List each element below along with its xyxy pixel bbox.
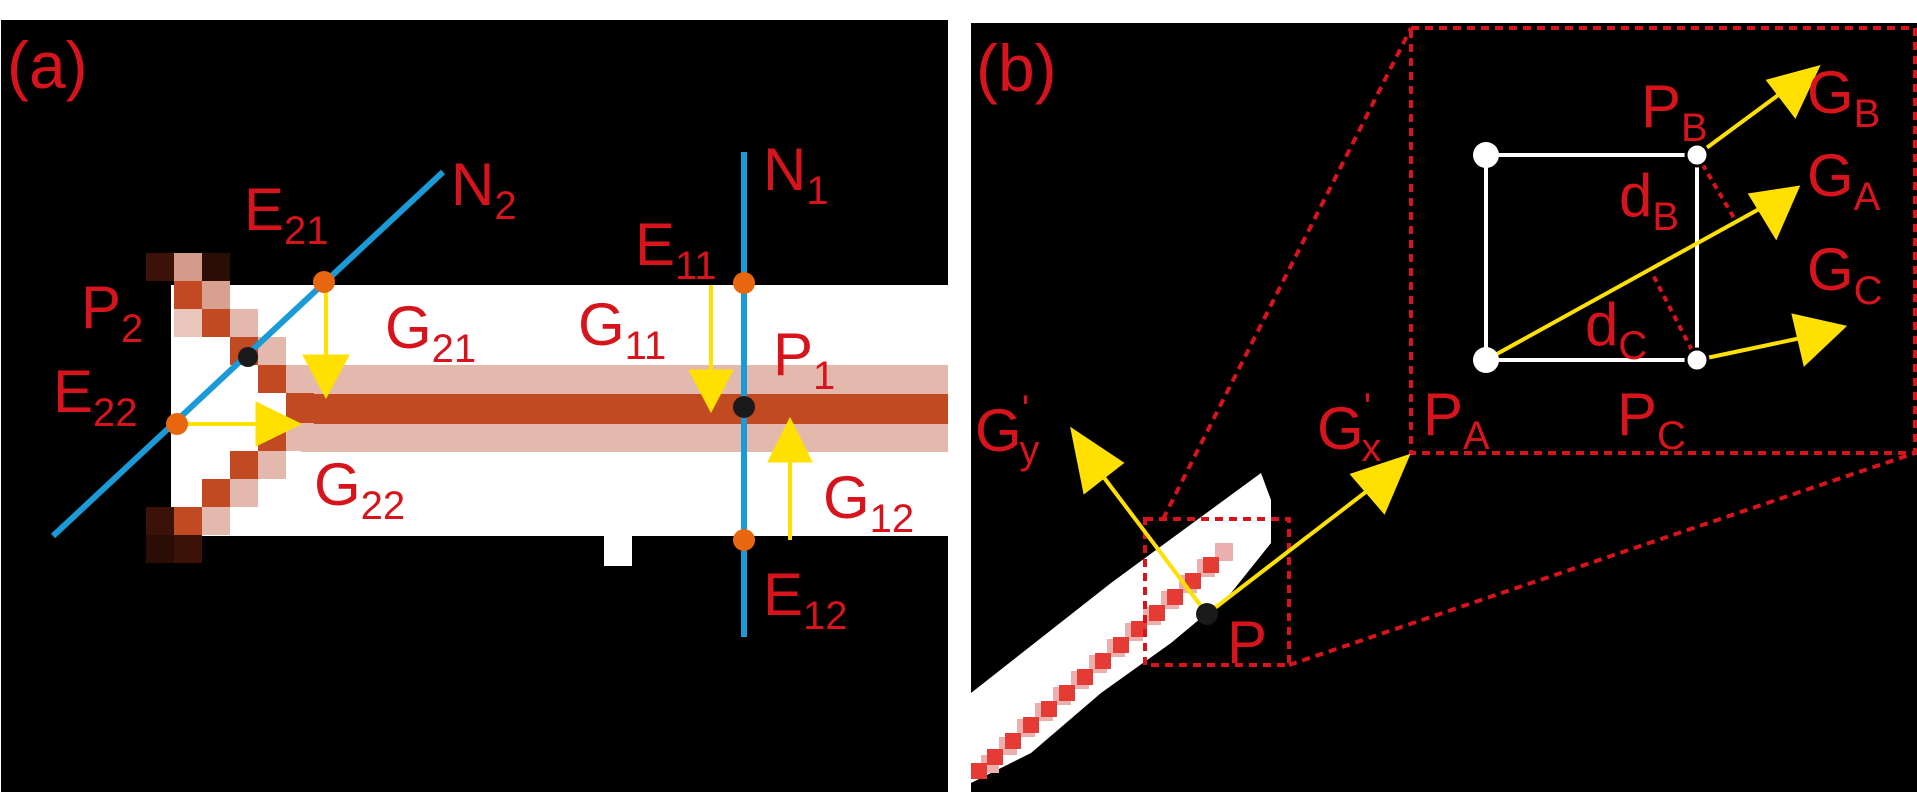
panel-b-tag: (b) xyxy=(976,31,1057,105)
panel-a: (a) N1 N2 E11 E12 E21 E22 G11 G12 G21 G2… xyxy=(1,20,948,792)
arrow-gb-head xyxy=(1765,64,1821,119)
panel-a-canvas: (a) N1 N2 E11 E12 E21 E22 G11 G12 G21 G2… xyxy=(7,28,948,638)
point-p xyxy=(1196,603,1218,625)
interpolation-cell xyxy=(1473,64,1848,373)
principal-axes xyxy=(1070,426,1411,616)
arrow-gx xyxy=(1205,489,1369,616)
arrow-g22-head xyxy=(255,401,303,447)
cell-square xyxy=(1484,153,1699,362)
label-gb: GB xyxy=(1807,59,1880,136)
label-p2: P2 xyxy=(81,274,143,351)
label-pc: PC xyxy=(1617,381,1686,458)
label-pb: PB xyxy=(1641,73,1708,150)
corner-point-top-left xyxy=(1473,142,1499,168)
corner-pixels xyxy=(146,253,314,563)
point-p1 xyxy=(733,396,755,418)
label-n1: N1 xyxy=(763,136,829,213)
label-g12: G12 xyxy=(823,464,914,541)
label-gx: G'x xyxy=(1317,386,1381,470)
arrow-gc-head xyxy=(1791,313,1848,367)
label-pa: PA xyxy=(1423,381,1490,458)
gradient-arrows-a xyxy=(179,285,813,540)
point-pc xyxy=(1684,347,1710,373)
arrow-gy xyxy=(1097,469,1209,616)
arrow-g11-head xyxy=(688,369,734,414)
arrow-ga xyxy=(1485,206,1762,362)
label-dc: dC xyxy=(1585,291,1647,368)
label-db: dB xyxy=(1619,162,1679,239)
edge-point-e21 xyxy=(313,271,335,293)
panel-b: (b) G'y G'x P PA PB PC GA GB GC dB dC xyxy=(971,23,1917,792)
ridge-center-line xyxy=(301,394,948,424)
label-e22: E22 xyxy=(53,358,138,435)
label-p: P xyxy=(1227,609,1267,676)
arrow-gb xyxy=(1695,91,1783,157)
panel-b-canvas: (b) G'y G'x P PA PB PC GA GB GC dB dC xyxy=(971,26,1917,783)
diagonal-ridge xyxy=(971,473,1271,783)
arrow-g12-head xyxy=(767,416,813,463)
distance-db-line xyxy=(1695,153,1739,225)
arrow-gy-head xyxy=(1070,426,1125,495)
panel-a-tag: (a) xyxy=(7,28,88,102)
label-gy: G'y xyxy=(975,388,1039,472)
label-e12: E12 xyxy=(763,561,848,638)
label-gc: GC xyxy=(1807,236,1883,313)
label-g11: G11 xyxy=(578,291,666,368)
label-e11: E11 xyxy=(635,211,717,288)
label-e21: E21 xyxy=(244,176,329,253)
ridge-lower-halo xyxy=(301,424,948,452)
point-pa xyxy=(1473,347,1499,373)
label-g21: G21 xyxy=(385,294,476,371)
zoom-box-small xyxy=(1143,517,1291,667)
distance-dc-line xyxy=(1650,272,1699,361)
label-ga: GA xyxy=(1807,142,1881,219)
arrow-gc xyxy=(1696,336,1802,362)
point-p2 xyxy=(238,347,258,367)
label-n2: N2 xyxy=(451,151,517,228)
arrow-g21-head xyxy=(302,354,350,400)
label-p1: P1 xyxy=(773,321,835,398)
arrow-ga-head xyxy=(1747,185,1801,241)
zoom-indicator xyxy=(1143,26,1917,667)
label-g22: G22 xyxy=(314,451,405,528)
edge-point-e11 xyxy=(733,272,755,294)
zoom-box-large xyxy=(1409,26,1917,455)
edge-point-e12 xyxy=(733,529,755,551)
edge-point-e22 xyxy=(166,413,188,435)
white-notch xyxy=(604,536,632,566)
point-pb xyxy=(1684,142,1710,168)
arrow-gx-head xyxy=(1349,453,1411,515)
ridge-upper-halo xyxy=(301,365,948,394)
